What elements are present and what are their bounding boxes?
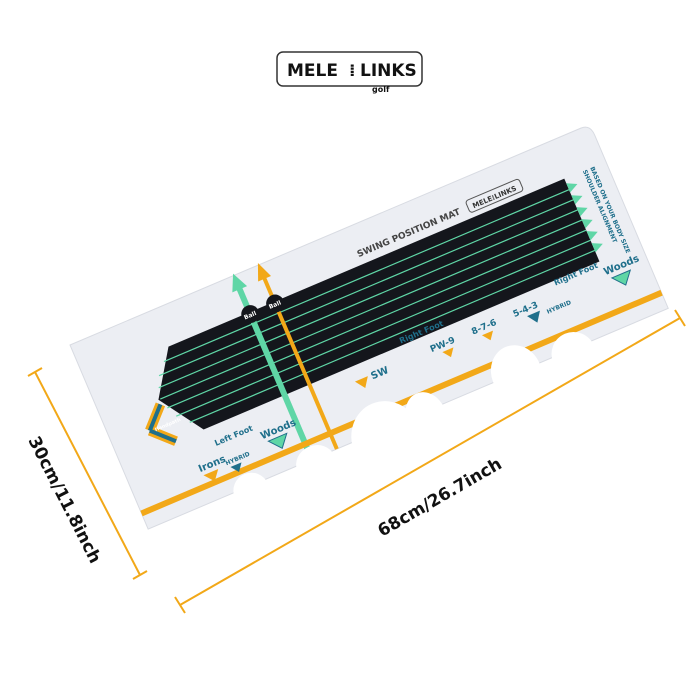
height-label: 30cm/11.8inch [24,433,105,567]
brand-logo: MELE ⁞ LINKS golf [276,51,423,94]
brand-name-right: LINKS [360,61,417,81]
swing-position-mat: SWING POSITION MAT MELE⁞LINKS SHOULDER A… [69,126,669,530]
brand-name-left: MELE [287,61,338,81]
brand-sub: golf [372,85,390,94]
brand-flag-icon: ⁞ [349,61,355,81]
ball-label-1: Ball [243,310,257,321]
baseline-stripe [140,289,663,517]
alignment-stripes [158,178,600,430]
ball-label-2: Ball [268,299,282,310]
